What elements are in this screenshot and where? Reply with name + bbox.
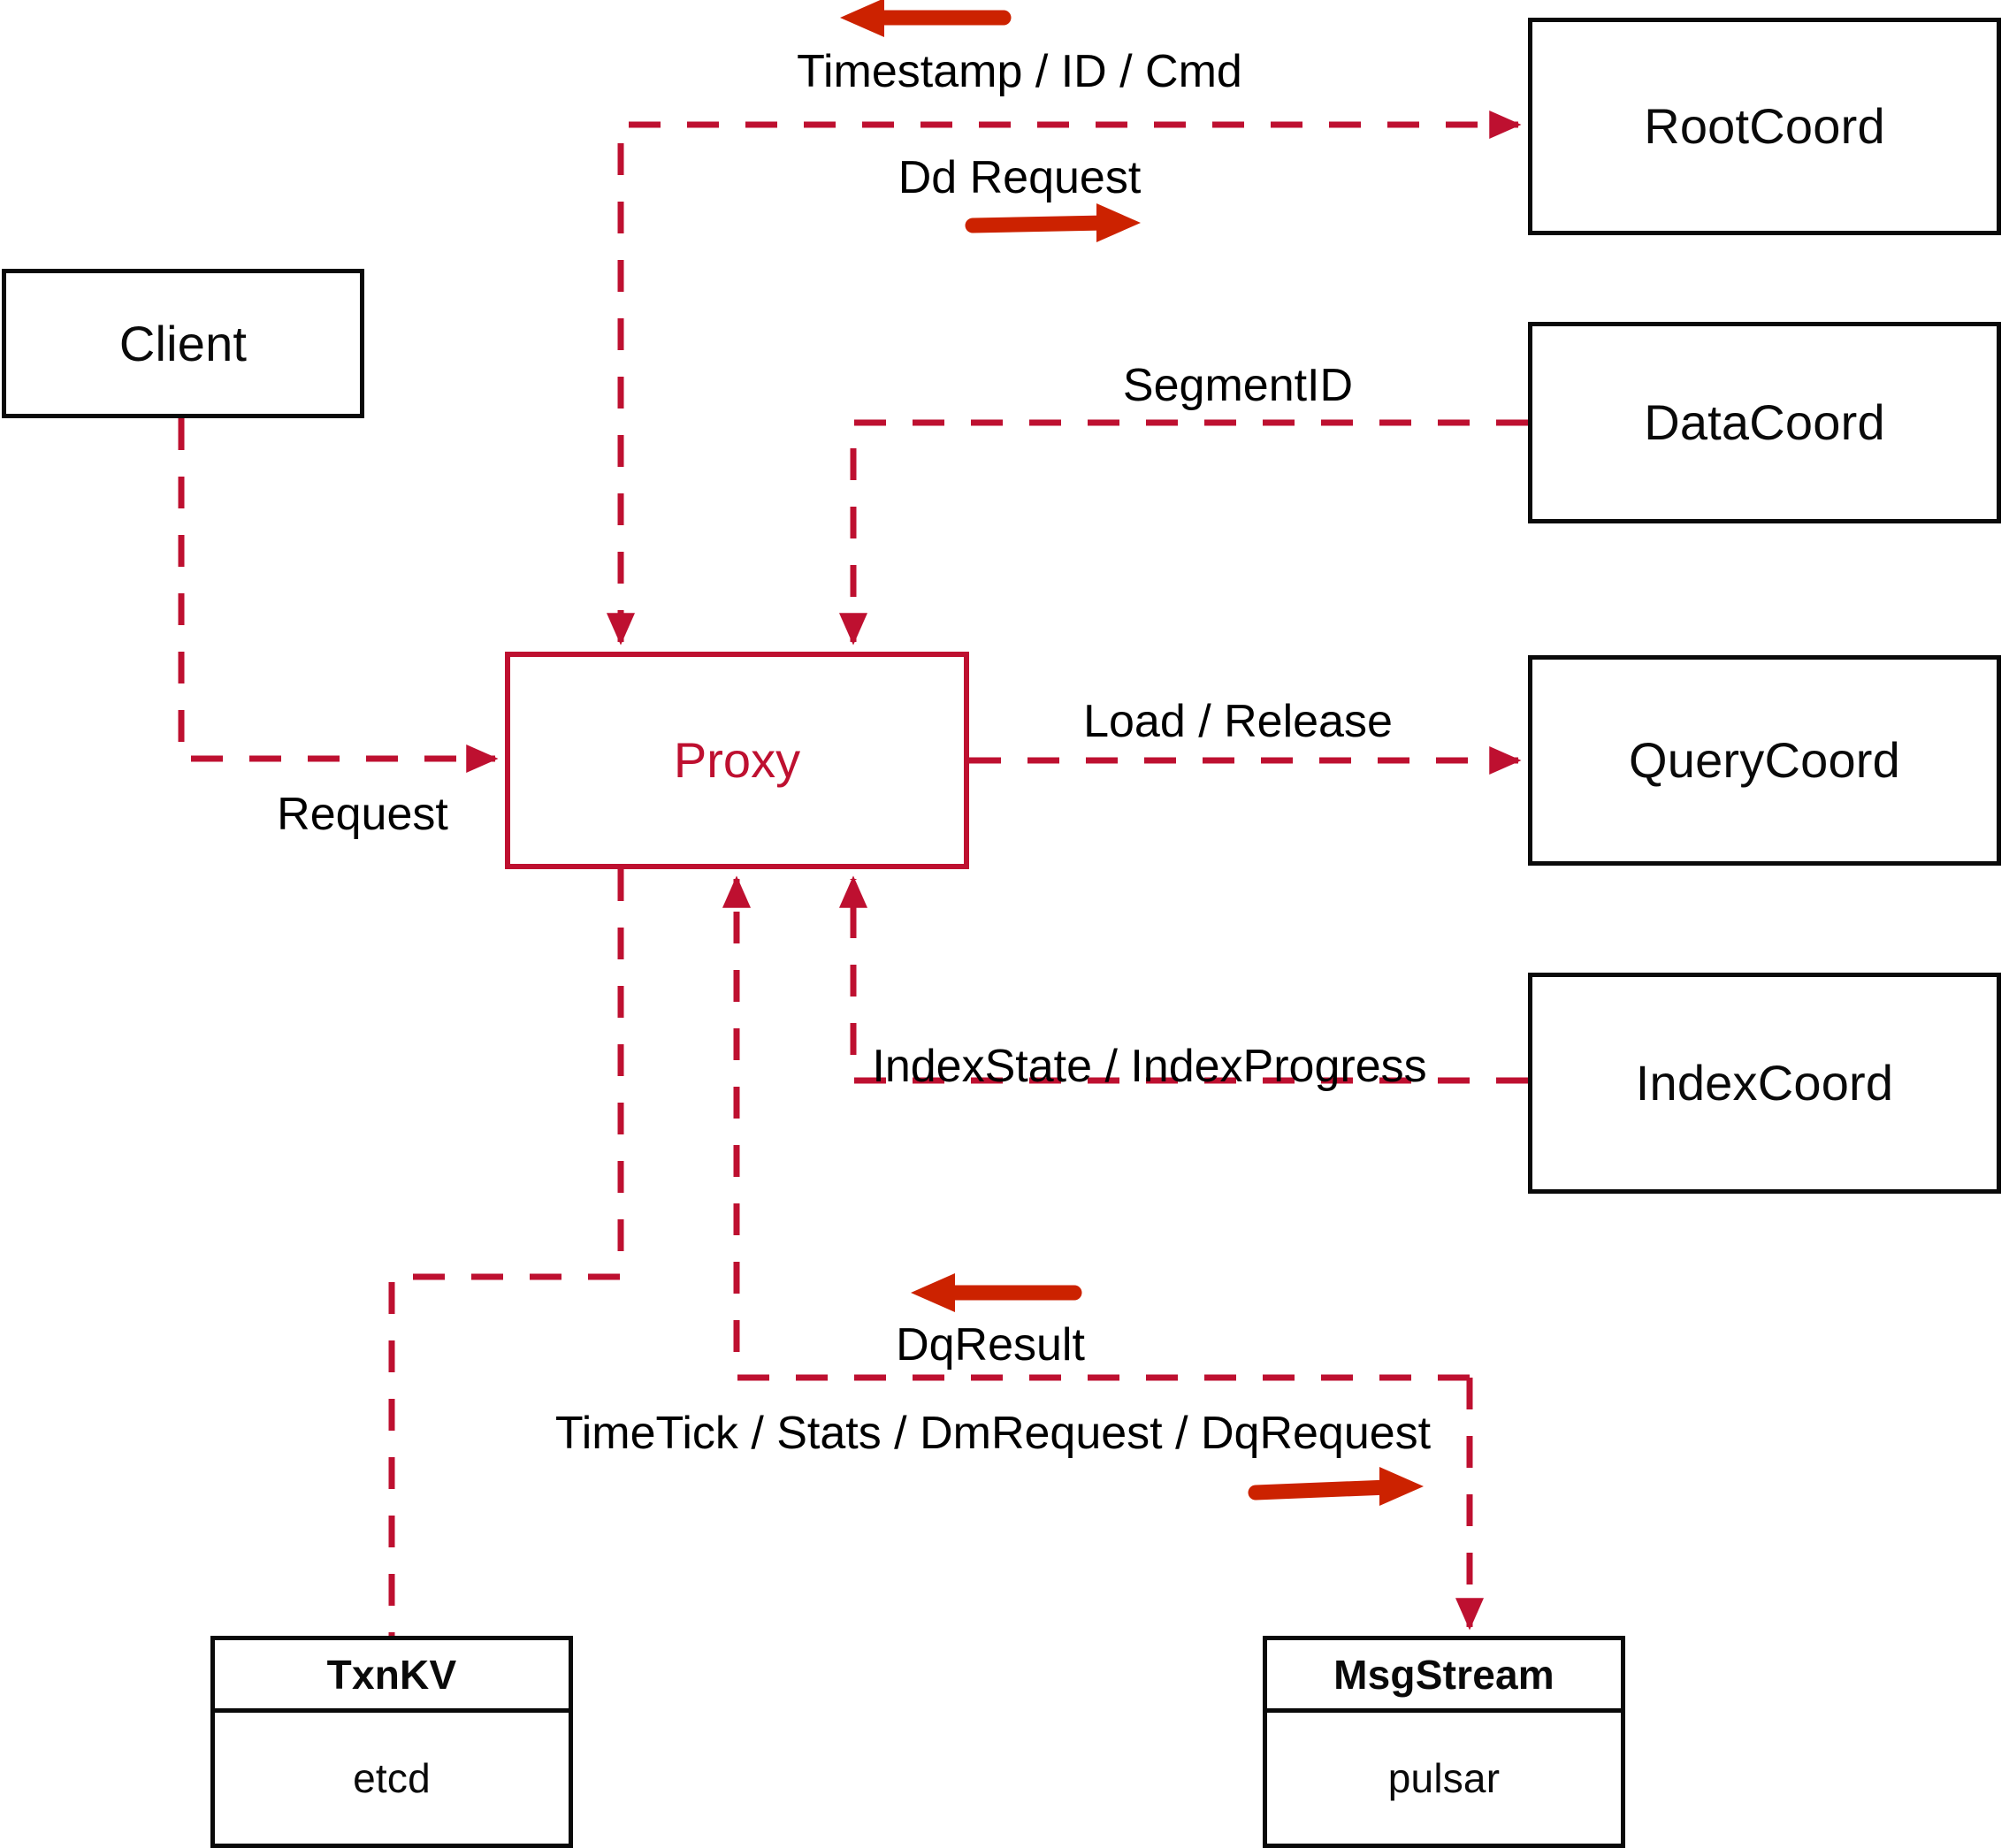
edge-label-index-state-progress: IndexState / IndexProgress: [872, 1041, 1427, 1092]
direction-arrow-dqresult-left: [911, 1273, 1082, 1312]
edge-label-segment-id: SegmentID: [1122, 360, 1354, 411]
node-txnkv-impl: etcd: [353, 1755, 431, 1801]
node-msgstream-impl: pulsar: [1387, 1755, 1501, 1801]
node-txnkv-body: etcd: [215, 1713, 569, 1844]
edge-msgstream-proxy-dqresult: [722, 875, 1470, 1381]
node-client[interactable]: Client: [2, 269, 364, 418]
node-root-coord[interactable]: RootCoord: [1528, 18, 2001, 235]
node-data-coord-label: DataCoord: [1644, 394, 1885, 450]
node-msgstream-title: MsgStream: [1333, 1651, 1554, 1698]
edge-client-to-proxy: [178, 418, 499, 774]
node-client-label: Client: [118, 315, 248, 371]
edge-label-load-release: Load / Release: [1083, 696, 1393, 747]
node-msgstream[interactable]: MsgStream pulsar: [1263, 1636, 1625, 1848]
node-proxy[interactable]: Proxy: [505, 652, 969, 869]
node-txnkv-header: TxnKV: [215, 1640, 569, 1713]
direction-arrow-dd-request-right: [965, 203, 1141, 242]
node-txnkv-title: TxnKV: [326, 1651, 457, 1698]
node-txnkv[interactable]: TxnKV etcd: [210, 1636, 573, 1848]
edge-datacoord-proxy: [838, 419, 1528, 645]
edge-label-dd-request: Dd Request: [898, 152, 1142, 203]
edge-label-request: Request: [277, 789, 448, 840]
direction-arrow-timestamp-left: [840, 0, 1012, 37]
direction-arrow-msgstream-right: [1248, 1467, 1424, 1506]
node-query-coord[interactable]: QueryCoord: [1528, 655, 2001, 866]
node-index-coord[interactable]: IndexCoord: [1528, 973, 2001, 1194]
edge-label-timetick-stats: TimeTick / Stats / DmRequest / DqRequest: [554, 1408, 1432, 1459]
edge-label-dq-result: DqResult: [896, 1319, 1085, 1371]
node-msgstream-body: pulsar: [1267, 1713, 1621, 1844]
node-index-coord-label: IndexCoord: [1635, 1055, 1894, 1111]
node-data-coord[interactable]: DataCoord: [1528, 322, 2001, 523]
node-proxy-label: Proxy: [673, 732, 801, 788]
edge-label-timestamp-id-cmd: Timestamp / ID / Cmd: [797, 46, 1242, 97]
edge-proxy-txnkv: [388, 869, 624, 1636]
node-msgstream-header: MsgStream: [1267, 1640, 1621, 1713]
node-root-coord-label: RootCoord: [1644, 98, 1885, 154]
node-query-coord-label: QueryCoord: [1628, 732, 1901, 788]
